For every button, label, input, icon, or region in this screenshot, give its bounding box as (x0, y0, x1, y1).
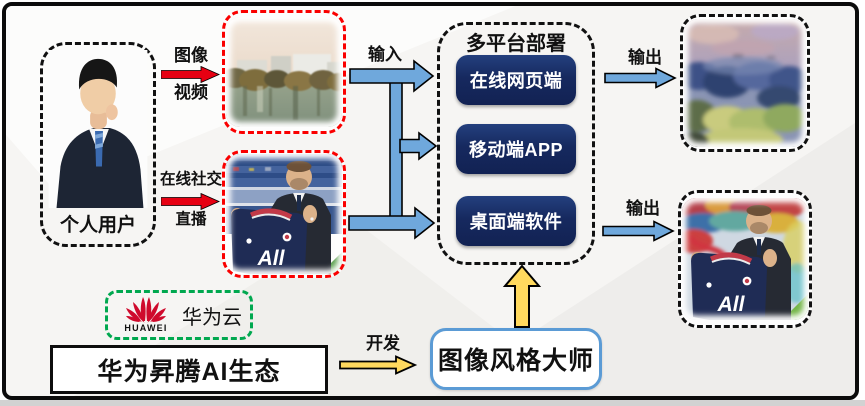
output-image-bottom-box: All (678, 190, 812, 328)
edge-label-video: 视频 (174, 83, 208, 102)
user-portrait-photo (48, 50, 148, 208)
blue-arrow-icon (604, 67, 677, 89)
platform-item-desktop: 桌面端软件 (456, 196, 576, 246)
jersey-print-text: All (717, 293, 746, 316)
red-arrow-icon (161, 66, 220, 83)
huawei-flower-icon (126, 297, 166, 323)
jersey-print-text: All (257, 247, 286, 270)
huawei-cloud-box: HUAWEI 华为云 (105, 290, 253, 340)
personal-user-box (40, 42, 156, 247)
blue-arrow-icon (602, 220, 675, 242)
style-master-box: 图像风格大师 (430, 328, 602, 390)
edge-label-output-top: 输出 (628, 48, 662, 67)
multi-platform-box (437, 22, 595, 265)
yellow-up-arrow-icon (502, 264, 542, 328)
output-image-top-box (680, 14, 810, 152)
huawei-brand-text: HUAWEI (124, 323, 168, 333)
edge-label-image: 图像 (174, 46, 208, 65)
personal-user-label: 个人用户 (59, 215, 136, 236)
edge-label-output-bottom: 输出 (626, 199, 660, 218)
multi-platform-title: 多平台部署 (466, 33, 566, 55)
stylized-press-photo: All (682, 198, 808, 320)
edge-label-live: 直播 (175, 211, 207, 228)
huawei-logo: HUAWEI (121, 297, 171, 333)
ascend-ecosystem-label: 华为昇腾AI生态 (97, 357, 281, 386)
input-image-bottom-box: All (222, 150, 346, 278)
platform-item-web: 在线网页端 (456, 55, 576, 105)
input-connector-arrows-icon (348, 59, 438, 240)
bottom-gray-strip (0, 400, 865, 406)
red-arrow-icon (161, 193, 220, 210)
platform-item-mobile-app: 移动端APP (456, 124, 576, 174)
edge-label-develop: 开发 (366, 334, 400, 353)
ascend-ecosystem-box: 华为昇腾AI生态 (50, 345, 328, 394)
edge-label-input: 输入 (368, 45, 402, 64)
stylized-riverside-painting (684, 19, 806, 147)
input-image-top-box (222, 10, 346, 134)
huawei-cloud-label: 华为云 (182, 306, 242, 329)
edge-label-social: 在线社交 (159, 171, 222, 188)
yellow-arrow-icon (339, 355, 418, 375)
riverside-photo (226, 17, 342, 127)
style-master-label: 图像风格大师 (437, 347, 594, 375)
press-photo: All (226, 154, 342, 274)
